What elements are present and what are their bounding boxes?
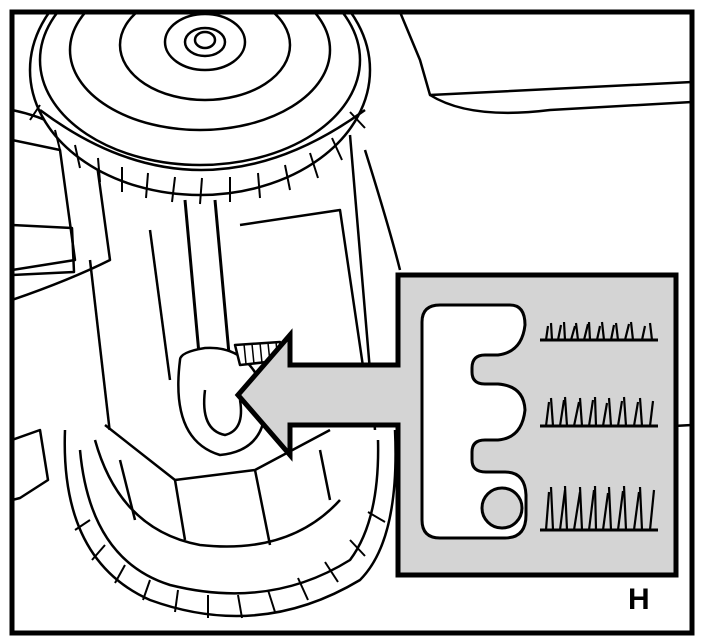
grass-icon <box>540 396 658 428</box>
mower-wheel-icon <box>63 424 397 619</box>
grass-icon <box>540 321 658 342</box>
cutting-height-gauge-icon <box>420 303 528 540</box>
grass-icon <box>540 485 658 532</box>
mower-wheel-icon <box>28 12 372 205</box>
height-adjust-lever-icon <box>177 199 287 457</box>
panel-letter: H <box>628 583 650 616</box>
figure-frame <box>9 9 695 636</box>
